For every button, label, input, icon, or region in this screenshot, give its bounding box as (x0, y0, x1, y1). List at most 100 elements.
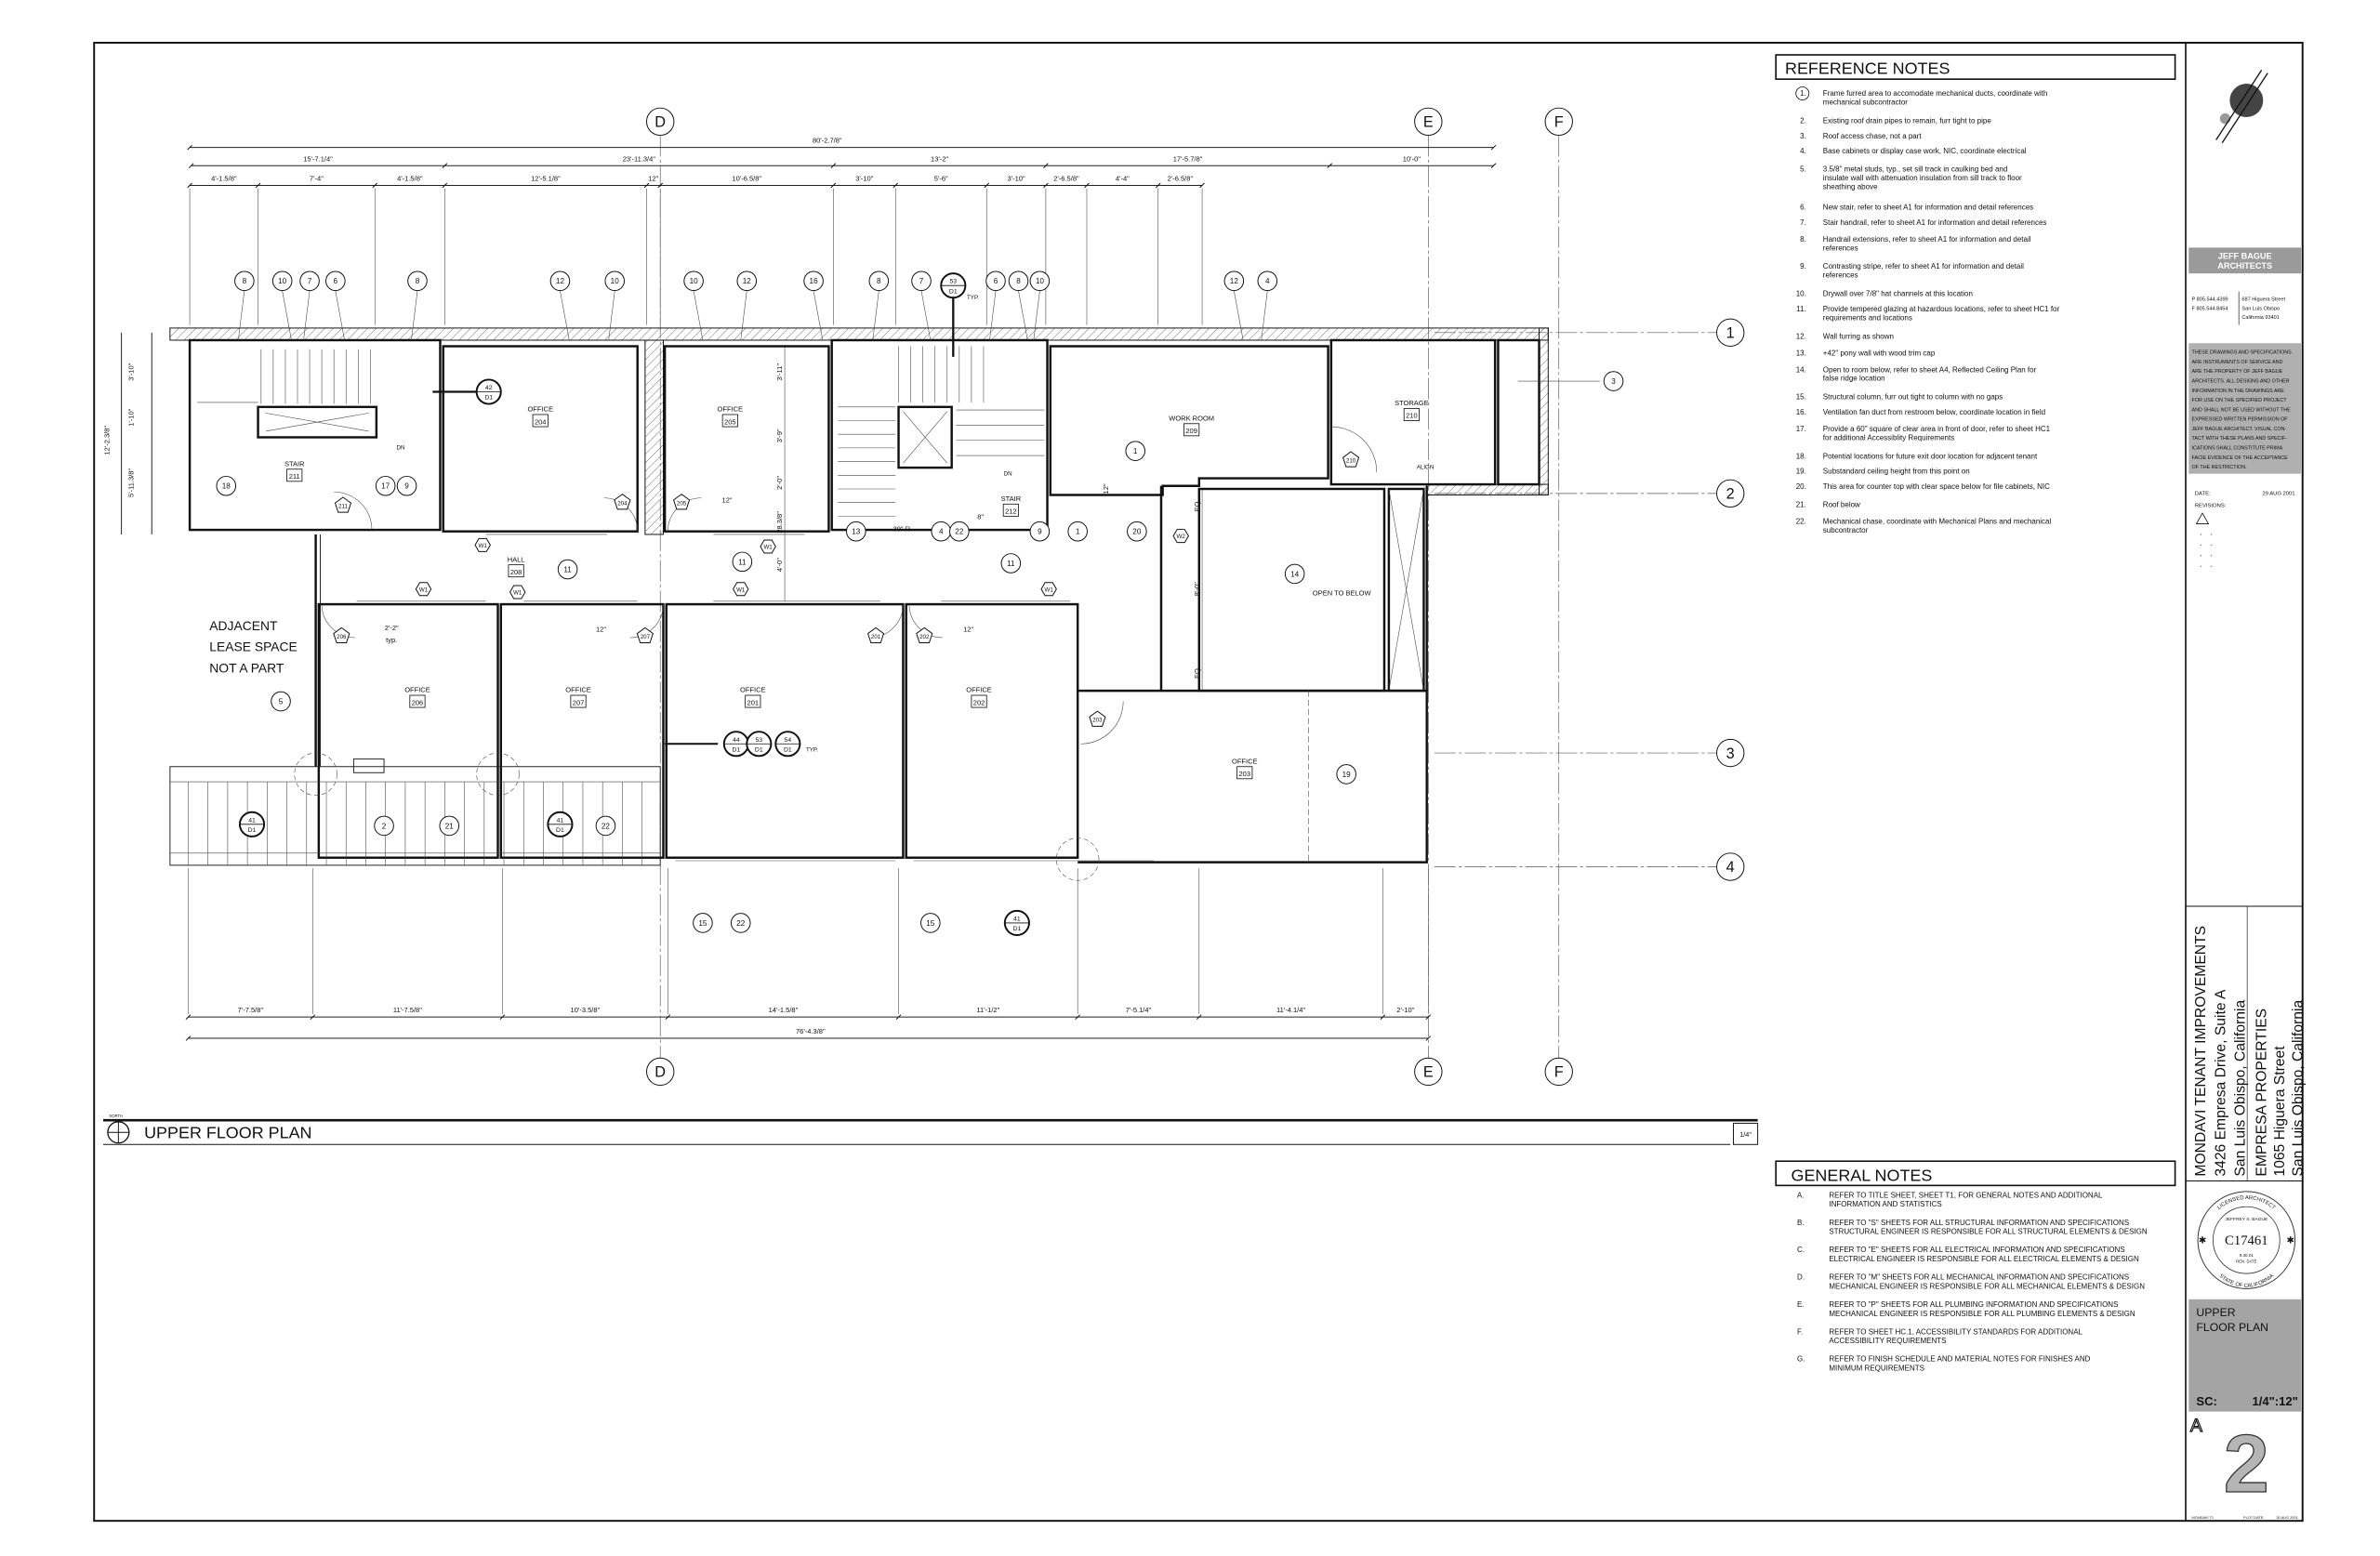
note-text: ELECTRICAL ENGINEER IS RESPONSIBLE FOR A… (1829, 1255, 2139, 1263)
north-label: NORTH (110, 1114, 123, 1118)
window-tag-label: W1 (513, 590, 522, 597)
seal-renewal-label: REN. DATE (2236, 1259, 2256, 1264)
dimension-tick (1043, 182, 1049, 189)
room-name: OFFICE (1232, 757, 1258, 765)
room-number: 204 (535, 417, 547, 426)
note-letter: E. (1797, 1300, 1805, 1309)
dimension-label: 11'-1/2" (976, 1006, 999, 1014)
disclaimer-line: INFORMATION IN THE DRAWINGS ARE (2192, 389, 2285, 394)
revision-triangle-icon (2195, 512, 2210, 524)
keynote-number: 12 (743, 277, 752, 285)
detail-tag-sheet: D1 (755, 746, 763, 753)
keynote-bubble (299, 270, 320, 292)
room-number-box (1183, 423, 1200, 437)
dimension-tick (1490, 163, 1497, 169)
dimension-tick (830, 163, 837, 169)
dimension-label: EQ. (1193, 499, 1201, 511)
disclaimer-line: THESE DRAWINGS AND SPECIFICATIONS (2192, 350, 2293, 356)
detail-tag-number: 54 (785, 737, 792, 744)
keynote-bubble (1284, 563, 1305, 585)
note-text: New stair, refer to sheet A1 for informa… (1823, 204, 2033, 212)
room-number: 209 (1185, 427, 1197, 435)
dimension-tick (1327, 163, 1332, 169)
project-city: San Luis Obispo, California (2233, 1000, 2249, 1177)
grid-column-label: F (1554, 1064, 1564, 1081)
note-text: Base cabinets or display case work, NIC,… (1823, 147, 2027, 155)
grid-row-label: 4 (1726, 859, 1735, 876)
reference-notes-list: 1.Frame furred area to accomodate mechan… (1795, 86, 2060, 534)
keynote-leader (1261, 290, 1268, 341)
keynote-leader (989, 290, 997, 341)
keynote-number: 14 (1290, 570, 1300, 578)
disclaimer-line: ICATIONS SHALL CONSTITUTE PRIMA (2192, 446, 2283, 452)
keynote-number: 22 (955, 528, 964, 536)
sheet-title-line-1: UPPER (2196, 1306, 2235, 1319)
dimension-label: 4'-0" (775, 558, 784, 572)
dimension-label: 76'-4.3/8" (796, 1027, 826, 1035)
sheet-number: 2 (2224, 1418, 2269, 1510)
door-tag-number: 204 (617, 500, 628, 507)
note-number: 11. (1796, 305, 1806, 313)
detail-tag-sheet: D1 (732, 746, 740, 753)
note-letter: A. (1797, 1191, 1805, 1199)
keynote-leader (1018, 290, 1028, 341)
window-tag-label: W1 (1045, 587, 1054, 593)
plan-annotation: TYP. (967, 295, 979, 301)
grid-column-label: E (1423, 1064, 1434, 1081)
keynote-bubble (439, 815, 460, 837)
dimension-tick (1490, 144, 1497, 151)
dimension-tick (665, 1014, 671, 1020)
window-tag (474, 537, 491, 552)
grid-row-label: 3 (1726, 745, 1735, 762)
door-tag-number: 203 (1092, 718, 1103, 724)
dimension-tick (187, 182, 192, 189)
dimension-label: 12" (963, 625, 973, 633)
grid-bubble (1716, 852, 1745, 881)
dimension-tick (499, 1014, 506, 1020)
owner-address: 1065 Higuera Street (2272, 1046, 2288, 1177)
note-text: subcontractor (1823, 526, 1869, 534)
plan-annotation: ALIGN (1417, 465, 1435, 471)
dimension-tick (185, 1035, 192, 1041)
keynote-bubble (949, 521, 970, 542)
dimension-label: 4'-1.5/8" (211, 175, 237, 183)
plan-annotation: DN (397, 445, 405, 452)
note-letter: C. (1797, 1246, 1805, 1254)
keynote-number: 22 (736, 919, 746, 928)
keynote-number: 6 (334, 277, 338, 285)
note-text: MECHANICAL ENGINEER IS RESPONSIBLE FOR A… (1829, 1282, 2145, 1290)
room-name: STORAGE (1395, 399, 1429, 407)
keynote-bubble (407, 270, 428, 292)
note-text: +42" pony wall with wood trim cap (1823, 349, 1936, 357)
note-text: STRUCTURAL ENGINEER IS RESPONSIBLE FOR A… (1829, 1228, 2148, 1236)
window-tag-label: W1 (479, 543, 488, 549)
note-number: 17. (1796, 425, 1806, 433)
dimension-strings: 80'-2.7/8"15'-7.1/4"23'-11.3/4"13'-2"17'… (103, 137, 1497, 1041)
dimension-label: 17'-5.7/8" (1173, 154, 1203, 163)
keynote-bubble (732, 551, 753, 573)
window-tag (733, 582, 749, 597)
note-text: Roof below (1823, 501, 1860, 509)
keynote-bubble (216, 475, 237, 496)
disclaimer-line: ARE INSTRUMENTS OF SERVICE AND (2192, 360, 2283, 365)
note-number: 1. (1800, 89, 1806, 98)
note-text: REFER TO FINISH SCHEDULE AND MATERIAL NO… (1829, 1355, 2090, 1364)
dimension-tick (1425, 1014, 1432, 1020)
keynote-number: 11 (563, 565, 572, 574)
general-notes-title: GENERAL NOTES (1792, 1166, 1933, 1184)
plan-annotation: DN (1004, 470, 1012, 477)
note-text: Handrail extensions, refer to sheet A1 f… (1823, 235, 2031, 244)
window-tag (509, 585, 526, 600)
keynote-bubble (1125, 441, 1146, 461)
room-name: HALL (508, 555, 525, 563)
dimension-label: 15'-7.1/4" (303, 154, 333, 163)
detail-tag-number: 42 (485, 385, 493, 391)
dimension-label: 4'-4" (1116, 175, 1130, 183)
window-tag-label: W1 (736, 587, 746, 593)
keynote-leader (813, 290, 824, 341)
dimension-tick (1199, 182, 1205, 189)
note-text: REFER TO "S" SHEETS FOR ALL STRUCTURAL I… (1829, 1219, 2129, 1227)
keynote-number: 2 (382, 822, 387, 830)
